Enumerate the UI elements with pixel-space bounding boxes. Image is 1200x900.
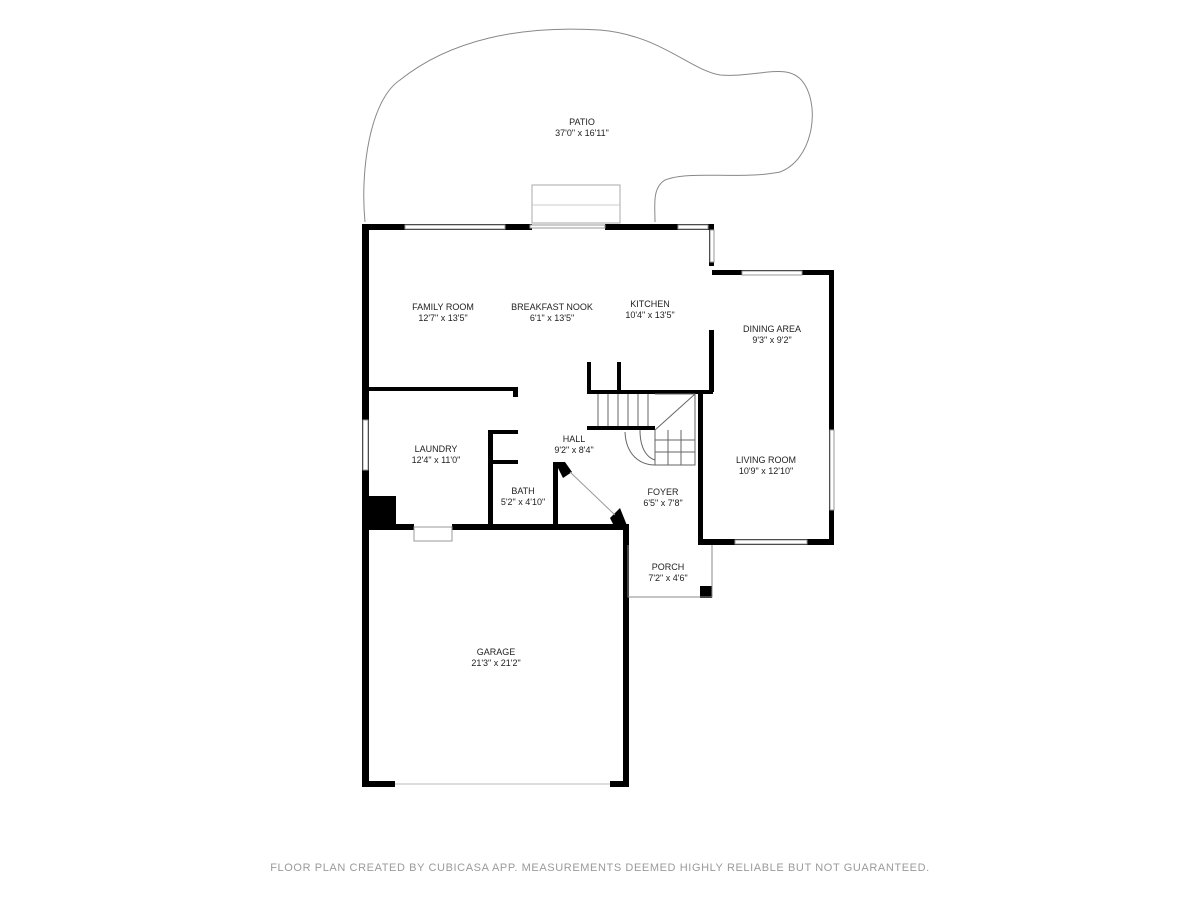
room-size: 6'5" x 7'8" [643, 498, 682, 508]
room-size: 12'4" x 11'0" [412, 455, 461, 465]
room-name: DINING AREA [743, 324, 801, 334]
room-size: 10'9" x 12'10" [739, 466, 793, 476]
patio-steps [531, 184, 621, 224]
room-name: LAUNDRY [415, 444, 458, 454]
patio-outline [363, 28, 813, 223]
room-size: 12'7" x 13'5" [418, 313, 467, 323]
room-name: PATIO [569, 117, 595, 127]
room-name: BATH [511, 486, 534, 496]
room-name: LIVING ROOM [736, 455, 796, 465]
room-name: FAMILY ROOM [412, 302, 474, 312]
room-size: 9'3" x 9'2" [752, 335, 791, 345]
room-name: KITCHEN [630, 299, 670, 309]
room-size: 21'3" x 21'2" [471, 658, 520, 668]
room-size: 10'4" x 13'5" [625, 310, 674, 320]
room-labels: PATIO 37'0" x 16'11" FAMILY ROOM 12'7" x… [412, 117, 801, 668]
room-name: FOYER [647, 487, 679, 497]
room-size: 7'2" x 4'6" [648, 573, 687, 583]
room-size: 5'2" x 4'10" [501, 497, 545, 507]
room-name: PORCH [652, 562, 685, 572]
porch-outline [627, 545, 713, 598]
room-size: 9'2" x 8'4" [554, 445, 593, 455]
windows [362, 224, 835, 545]
room-size: 6'1" x 13'5" [530, 313, 574, 323]
room-size: 37'0" x 16'11" [555, 128, 609, 138]
room-name: HALL [563, 434, 586, 444]
room-name: GARAGE [477, 647, 516, 657]
room-name: BREAKFAST NOOK [511, 302, 593, 312]
disclaimer-footer: FLOOR PLAN CREATED BY CUBICASA APP. MEAS… [270, 862, 930, 874]
staircase [597, 393, 696, 466]
